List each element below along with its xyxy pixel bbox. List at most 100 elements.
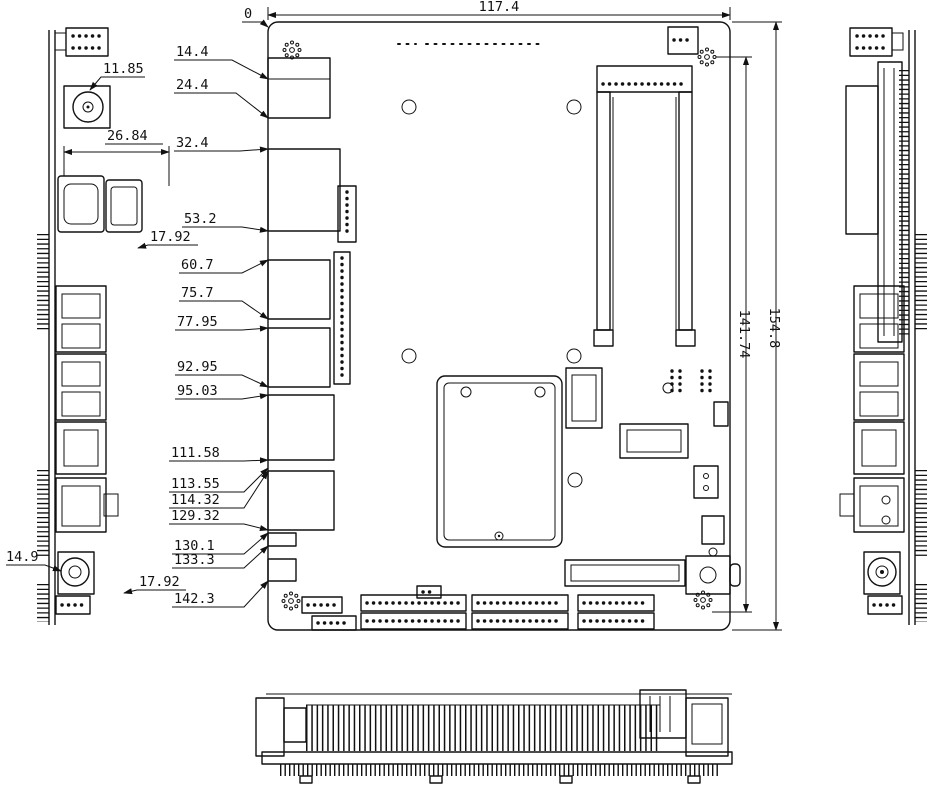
lan-port-side-r bbox=[853, 421, 905, 475]
foot bbox=[429, 775, 443, 784]
audio-jack-top bbox=[685, 555, 741, 595]
top-right-connector bbox=[667, 26, 699, 55]
foot bbox=[299, 775, 313, 784]
dim-board-width: 117.4 bbox=[267, 0, 731, 20]
pcb-outline bbox=[267, 21, 731, 631]
dp-connector-side bbox=[105, 179, 143, 233]
edge-block-right bbox=[685, 697, 729, 757]
audio-jack-side bbox=[57, 551, 95, 595]
dim-label: 26.84 bbox=[107, 128, 148, 144]
dim-label: 60.7 bbox=[181, 257, 214, 273]
mounting-hole bbox=[401, 348, 417, 364]
mounting-hole bbox=[566, 99, 582, 115]
dim-label: 133.3 bbox=[174, 552, 215, 568]
edge-block-left bbox=[255, 697, 285, 757]
dim-inner-height: 141.74 bbox=[712, 56, 752, 613]
internal-header bbox=[337, 185, 357, 243]
foot bbox=[559, 775, 573, 784]
mounting-hole bbox=[566, 348, 582, 364]
cpu-side-connector bbox=[565, 367, 603, 429]
dim-label: 32.4 bbox=[176, 135, 209, 151]
bottom-rail bbox=[261, 751, 733, 765]
bottom-header-side bbox=[55, 595, 91, 615]
audio-jack-footprint bbox=[267, 532, 297, 547]
pin-header-grids bbox=[670, 369, 712, 394]
dimension-annotations: 117.4 0 14.4 24.4 32.4 53.2 17.92 60.7 7… bbox=[6, 0, 782, 631]
sodimm-slot bbox=[593, 65, 696, 347]
dim-origin: 0 bbox=[242, 6, 269, 28]
dim-label: 14.9 bbox=[6, 549, 39, 565]
dim-connector-span: 26.84 bbox=[63, 128, 170, 186]
dim-label: 0 bbox=[244, 6, 252, 22]
dim-label: 11.85 bbox=[103, 61, 144, 77]
module-connector bbox=[619, 423, 689, 459]
mounting-hole-pad bbox=[697, 47, 717, 67]
dim-label: 17.92 bbox=[139, 574, 180, 590]
combo-port-side-r bbox=[839, 477, 905, 533]
small-hole bbox=[708, 547, 718, 557]
dim-label: 77.95 bbox=[177, 314, 218, 330]
top-view bbox=[267, 21, 741, 631]
cpu-heatsink bbox=[436, 375, 563, 548]
mounting-hole bbox=[401, 99, 417, 115]
usb-stack-footprint bbox=[267, 327, 331, 388]
bottom-edge-view bbox=[255, 689, 733, 784]
mounting-hole bbox=[662, 382, 674, 394]
power-input-footprint bbox=[267, 57, 331, 119]
dim-label: 130.1 bbox=[174, 538, 215, 554]
dim-label: 53.2 bbox=[184, 211, 217, 227]
lan-port-side bbox=[55, 421, 107, 475]
small-component bbox=[701, 515, 725, 545]
mounting-hole-pad bbox=[281, 591, 301, 611]
edge-connector bbox=[564, 559, 686, 587]
left-side-view bbox=[37, 27, 143, 625]
dim-label: 17.92 bbox=[150, 229, 191, 245]
usb-stack-1-side bbox=[55, 285, 107, 353]
dim-label: 113.55 bbox=[171, 476, 220, 492]
dim-label: 142.3 bbox=[174, 591, 215, 607]
dim-jack-offset: 11.85 bbox=[89, 61, 145, 91]
usb-stack-footprint bbox=[267, 259, 331, 320]
dim-label: 129.32 bbox=[171, 508, 220, 524]
dim-board-height: 154.8 bbox=[732, 21, 782, 631]
combo-port-side bbox=[55, 477, 119, 533]
dim-label: 24.4 bbox=[176, 77, 209, 93]
hdmi-connector-side bbox=[57, 175, 105, 233]
dim-callouts-left: 14.4 24.4 32.4 53.2 17.92 60.7 75.7 77.9… bbox=[123, 44, 269, 608]
pin-header-strip bbox=[333, 251, 351, 385]
hdmi-dp-footprint bbox=[267, 148, 341, 232]
sodimm-edge-view bbox=[877, 61, 909, 343]
dc-jack-side bbox=[63, 85, 111, 129]
power-connector-side-r bbox=[849, 27, 904, 57]
audio-jack-side-r bbox=[863, 551, 901, 595]
lan-port-footprint bbox=[267, 394, 335, 461]
two-pin-connector bbox=[693, 465, 719, 499]
audio-jack-footprint bbox=[267, 558, 297, 582]
dim-label: 92.95 bbox=[177, 359, 218, 375]
dim-label: 75.7 bbox=[181, 285, 214, 301]
dim-label: 117.4 bbox=[479, 0, 520, 15]
mounting-hole bbox=[567, 472, 583, 488]
mounting-hole-pad bbox=[282, 40, 302, 60]
side-block bbox=[845, 85, 879, 235]
dim-label: 141.74 bbox=[736, 310, 752, 359]
dim-label: 111.58 bbox=[171, 445, 220, 461]
usb-stack-2-side bbox=[55, 353, 107, 421]
dim-label: 95.03 bbox=[177, 383, 218, 399]
dim-label: 14.4 bbox=[176, 44, 209, 60]
dim-label: 114.32 bbox=[171, 492, 220, 508]
right-side-view bbox=[839, 27, 927, 625]
io-footprints bbox=[267, 57, 357, 582]
edge-block bbox=[283, 707, 307, 743]
foot bbox=[687, 775, 701, 784]
power-connector-side bbox=[54, 27, 109, 57]
combo-port-footprint bbox=[267, 470, 335, 531]
edge-latch-right bbox=[639, 689, 687, 739]
bottom-headers bbox=[301, 585, 655, 631]
bottom-header-side-r bbox=[867, 595, 903, 615]
usb-stack-1-side-r bbox=[853, 285, 905, 353]
dim-label: 154.8 bbox=[766, 308, 782, 349]
small-connector bbox=[713, 401, 729, 427]
